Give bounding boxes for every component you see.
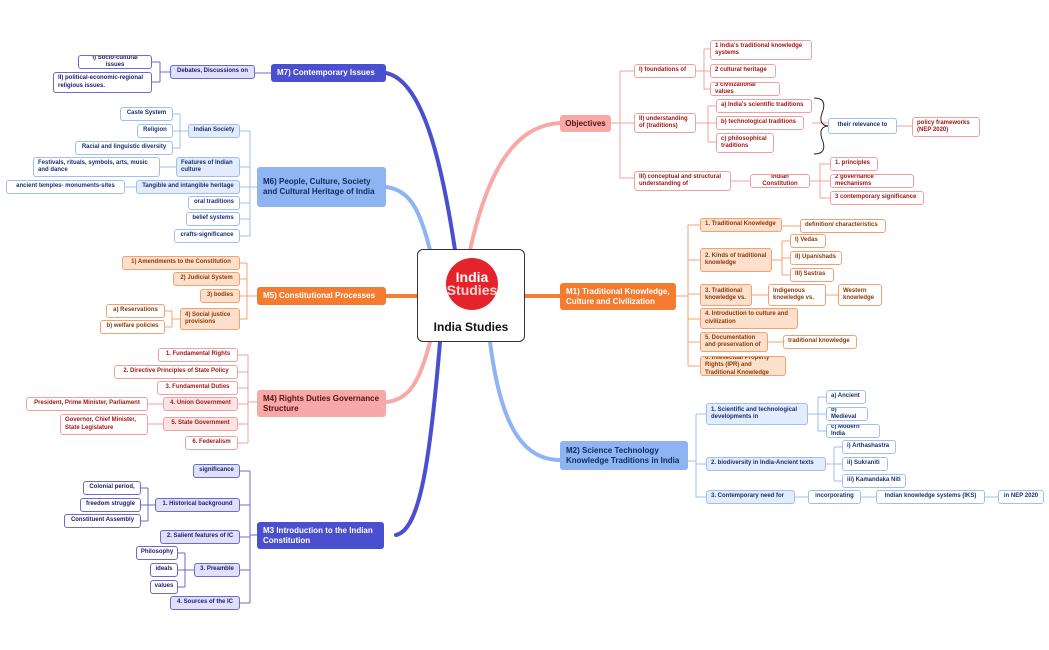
- objective-item[interactable]: 1 India's traditional knowledge systems: [710, 40, 812, 60]
- m3-history-item[interactable]: Constituent Assembly: [64, 514, 141, 528]
- m6-heritage-child[interactable]: ancient temples- monuments-sites: [6, 180, 125, 194]
- m4-item[interactable]: 2. Directive Principles of State Policy: [114, 365, 238, 379]
- m4-state[interactable]: 5. State Government: [163, 417, 238, 431]
- m6-item[interactable]: belief systems: [186, 212, 240, 226]
- m2-text[interactable]: iii) Kamandaka Niti: [842, 474, 906, 488]
- m6-features[interactable]: Features of Indian culture: [176, 157, 240, 177]
- m5-social-item[interactable]: b) welfare policies: [100, 320, 165, 334]
- m2-period[interactable]: b) Medieval: [826, 407, 868, 421]
- objective-item[interactable]: a) India's scientific traditions: [716, 99, 812, 113]
- m6-item[interactable]: oral traditions: [188, 196, 240, 210]
- m3-historical[interactable]: 1. Historical background: [155, 498, 240, 512]
- m3-history-item[interactable]: Colonial period,: [83, 481, 141, 495]
- policy-node[interactable]: policy frameworks (NEP 2020): [912, 117, 980, 137]
- objective-item[interactable]: 2 governance mechanisms: [830, 174, 914, 188]
- objectives-foundations[interactable]: I) foundations of: [634, 64, 696, 78]
- m3-preamble[interactable]: 3. Preamble: [194, 563, 240, 577]
- m4-union[interactable]: 4. Union Government: [163, 397, 238, 411]
- m7-debates[interactable]: Debates, Discussions on: [170, 65, 255, 79]
- m1-vs[interactable]: 3. Traditional knowledge vs.: [700, 284, 752, 306]
- m6-society[interactable]: Indian Society: [188, 124, 240, 138]
- m1-definition[interactable]: definition/ characteristics: [800, 219, 886, 233]
- objective-item[interactable]: 2 cultural heritage: [710, 64, 776, 78]
- m1-ipr[interactable]: 6. Intellectual Property Rights (IPR) an…: [700, 356, 786, 376]
- m6-features-child[interactable]: Festivals, rituals, symbols, arts, music…: [33, 157, 160, 177]
- m2-contemporary[interactable]: 3. Contemporary need for: [706, 490, 795, 504]
- m1-indigenous[interactable]: Indigenous knowledge vs.: [768, 284, 826, 306]
- m5-item[interactable]: 1) Amendments to the Constitution: [122, 256, 240, 270]
- m4-union-child[interactable]: President, Prime Minister, Parliament: [26, 397, 148, 411]
- objective-item[interactable]: 3 contemporary significance: [830, 191, 924, 205]
- m6-society-item[interactable]: Religion: [137, 124, 173, 138]
- m2-period[interactable]: a) Ancient: [826, 390, 866, 404]
- india-studies-logo: India Studies: [446, 258, 498, 310]
- m4-item[interactable]: 1. Fundamental Rights: [158, 348, 238, 362]
- m1-western[interactable]: Western knowledge: [838, 284, 882, 306]
- branch-m3: [394, 340, 442, 537]
- m2-iks[interactable]: Indian knowledge systems (IKS): [876, 490, 985, 504]
- m4-state-child[interactable]: Governor, Chief Minister, State Legislat…: [60, 414, 148, 435]
- m3-sources[interactable]: 4. Sources of the IC: [170, 596, 240, 610]
- m4-node[interactable]: M4) Rights Duties Governance Structure: [257, 390, 386, 417]
- m2-text[interactable]: i) Arthashastra: [842, 440, 896, 454]
- m3-history-item[interactable]: freedom struggle: [80, 498, 141, 512]
- central-title: India Studies: [433, 320, 509, 334]
- m5-social-item[interactable]: a) Reservations: [106, 304, 165, 318]
- m6-society-item[interactable]: Racial and linguistic diversity: [75, 141, 173, 155]
- m2-developments[interactable]: 1. Scientific and technological developm…: [706, 403, 808, 425]
- branch-m6: [384, 185, 432, 252]
- m1-traditional-knowledge[interactable]: 1. Traditional Knowledge: [700, 218, 782, 232]
- m2-nep[interactable]: in NEP 2020: [998, 490, 1044, 504]
- branch-m2: [488, 340, 562, 462]
- m1-kinds[interactable]: 2. Kinds of traditional knowledge: [700, 248, 772, 272]
- m1-node[interactable]: M1) Traditional Knowledge, Culture and C…: [560, 283, 676, 310]
- m5-item[interactable]: 3) bodies: [200, 289, 240, 303]
- branch-m7: [384, 71, 457, 252]
- m3-preamble-item[interactable]: Philosophy: [136, 546, 178, 560]
- m3-node[interactable]: M3 Introduction to the Indian Constituti…: [257, 522, 384, 549]
- m2-biodiversity[interactable]: 2. biodiversity in India-Ancient texts: [706, 457, 826, 471]
- m1-kind-item[interactable]: II) Upanishads: [790, 251, 842, 265]
- m6-society-item[interactable]: Caste System: [120, 107, 173, 121]
- branch-m4: [384, 340, 432, 404]
- objective-item[interactable]: c) philosophical traditions: [716, 133, 774, 153]
- m5-social[interactable]: 4) Social justice provisions: [180, 308, 240, 330]
- m4-federalism[interactable]: 6. Federalism: [185, 436, 238, 450]
- m2-text[interactable]: ii) Sukraniti: [842, 457, 888, 471]
- m7-node[interactable]: M7) Contemporary Issues: [271, 64, 386, 82]
- m1-kind-item[interactable]: III) Sastras: [790, 268, 834, 282]
- m7-issue[interactable]: II) political-economic-regional religiou…: [53, 72, 152, 93]
- m1-doc-child[interactable]: traditional knowledge: [783, 335, 857, 349]
- m5-node[interactable]: M5) Constitutional Processes: [257, 287, 386, 305]
- objective-item[interactable]: 3 civilizational values: [710, 82, 780, 96]
- constitution-node[interactable]: Indian Constitution: [750, 174, 810, 188]
- m6-node[interactable]: M6) People, Culture, Society and Cultura…: [257, 167, 386, 207]
- m2-node[interactable]: M2) Science Technology Knowledge Traditi…: [560, 441, 688, 470]
- m2-period[interactable]: c) Modern India: [826, 424, 880, 438]
- relevance-node[interactable]: their relevance to: [828, 118, 897, 134]
- branch-objectives: [468, 121, 562, 252]
- m7-issue[interactable]: I) Socio-cultural issues: [78, 55, 152, 69]
- objectives-conceptual[interactable]: III) conceptual and structural understan…: [634, 171, 731, 191]
- m4-item[interactable]: 3. Fundamental Duties: [157, 381, 238, 395]
- central-node: India Studies India Studies: [417, 249, 525, 342]
- objective-item[interactable]: b) technological traditions: [716, 116, 804, 130]
- m6-heritage[interactable]: Tangible and intangible heritage: [136, 180, 240, 194]
- m1-documentation[interactable]: 5. Documentation and preservation of: [700, 332, 768, 352]
- m3-significance[interactable]: significance: [193, 464, 240, 478]
- m5-item[interactable]: 2) Judicial System: [173, 272, 240, 286]
- m1-culture[interactable]: 4. Introduction to culture and civilizat…: [700, 308, 798, 329]
- m1-kind-item[interactable]: I) Vedas: [790, 234, 826, 248]
- logo-line-2: Studies: [446, 282, 498, 298]
- objectives-node[interactable]: Objectives: [560, 115, 611, 132]
- logo-line-1: India: [455, 269, 489, 285]
- m6-item[interactable]: crafts-significance: [174, 229, 240, 243]
- m3-salient[interactable]: 2. Salient features of IC: [160, 530, 240, 544]
- m3-preamble-item[interactable]: values: [150, 580, 178, 594]
- m3-preamble-item[interactable]: ideals: [150, 563, 178, 577]
- m2-incorporating[interactable]: incorporating: [808, 490, 861, 504]
- objectives-understanding[interactable]: II) understanding of (traditions): [634, 113, 696, 133]
- objective-item[interactable]: 1. principles: [830, 157, 878, 171]
